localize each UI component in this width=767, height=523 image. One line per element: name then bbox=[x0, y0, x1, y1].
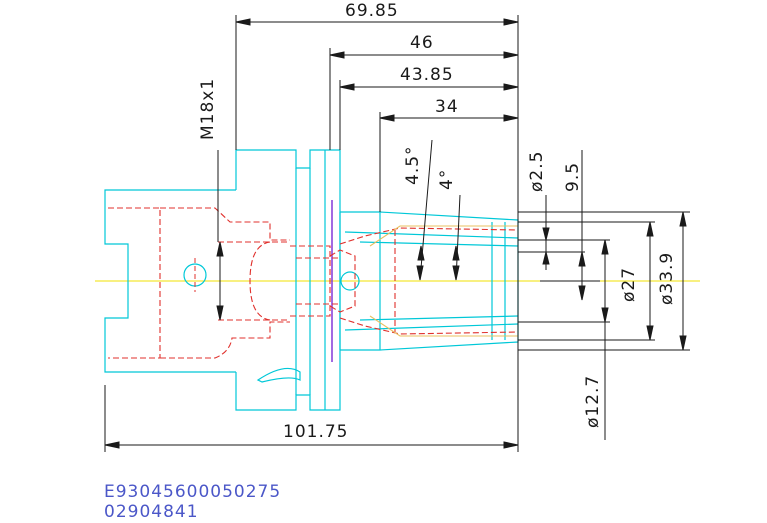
dim-dia-9-5: 9.5 bbox=[563, 162, 583, 192]
dim-length-34: 34 bbox=[435, 97, 459, 117]
part-number: E93045600050275 bbox=[104, 482, 282, 502]
drawing-number: 02904841 bbox=[104, 502, 199, 522]
dim-length-46: 46 bbox=[410, 33, 434, 53]
dim-angle-4-5: 4.5° bbox=[403, 145, 423, 185]
collet-lines bbox=[369, 225, 518, 337]
dim-angle-4: 4° bbox=[437, 169, 457, 190]
dim-overall-length: 69.85 bbox=[345, 1, 399, 21]
dim-total-length: 101.75 bbox=[283, 422, 348, 442]
dim-dia-33-9: ø33.9 bbox=[657, 252, 677, 305]
dim-dia-27: ø27 bbox=[619, 267, 639, 302]
dimension-lines bbox=[104, 15, 690, 452]
dim-length-43-85: 43.85 bbox=[400, 65, 454, 85]
dim-dia-12-7: ø12.7 bbox=[583, 375, 603, 428]
dim-thread: M18x1 bbox=[198, 78, 218, 140]
hidden-lines bbox=[108, 207, 519, 359]
tool-outline bbox=[104, 149, 519, 411]
dim-dia-2-5: ø2.5 bbox=[527, 151, 547, 192]
